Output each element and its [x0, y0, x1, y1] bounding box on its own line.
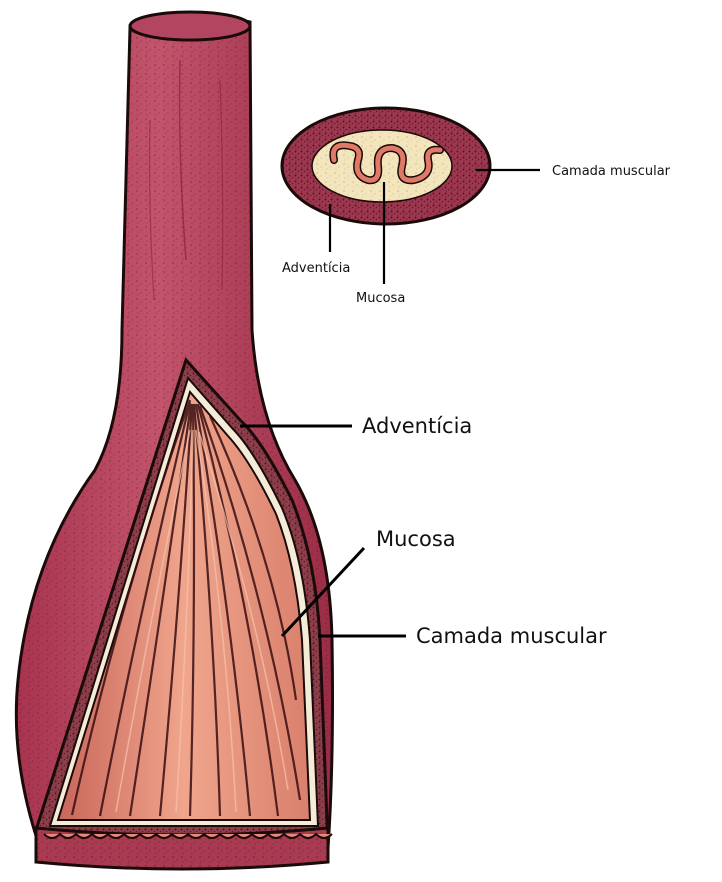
cs-label-camada-muscular: Camada muscular	[552, 164, 671, 179]
cs-label-mucosa: Mucosa	[356, 291, 405, 306]
cs-label-adventicia: Adventícia	[282, 261, 350, 276]
cross-section	[282, 108, 490, 224]
label-camada-muscular: Camada muscular	[416, 624, 607, 648]
label-adventicia: Adventícia	[362, 414, 472, 438]
tube-top-opening	[130, 12, 250, 40]
label-mucosa: Mucosa	[376, 527, 456, 551]
esophagus-tube	[16, 12, 332, 869]
